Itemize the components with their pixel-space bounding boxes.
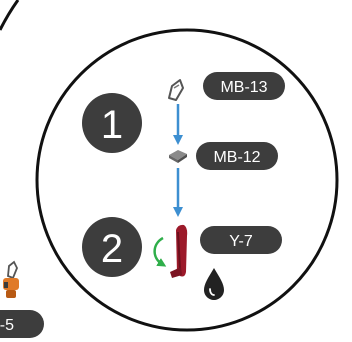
label-y7-text: Y-7 [229,233,253,250]
part-y7-icon [170,224,188,278]
step-2-number: 2 [101,227,123,271]
part-mb12-icon [169,150,187,163]
part-mb13-icon [168,79,184,101]
label-mb12: MB-12 [196,142,278,170]
label-f5-text: F-5 [0,317,14,334]
label-mb13: MB-13 [203,72,285,100]
step-1-badge: 1 [82,93,142,153]
part-f5-icon [3,260,19,298]
rotate-arrow-icon [153,236,167,267]
previous-callout-outline [0,0,20,31]
step-2-badge: 2 [82,217,142,277]
label-y7: Y-7 [200,226,282,254]
label-f5: F-5 [0,310,44,338]
zoom-callout-circle [35,28,339,332]
step-1-number: 1 [101,103,123,147]
label-mb13-text: MB-13 [220,79,267,96]
glue-drop-icon [204,268,224,300]
label-mb12-text: MB-12 [213,149,260,166]
